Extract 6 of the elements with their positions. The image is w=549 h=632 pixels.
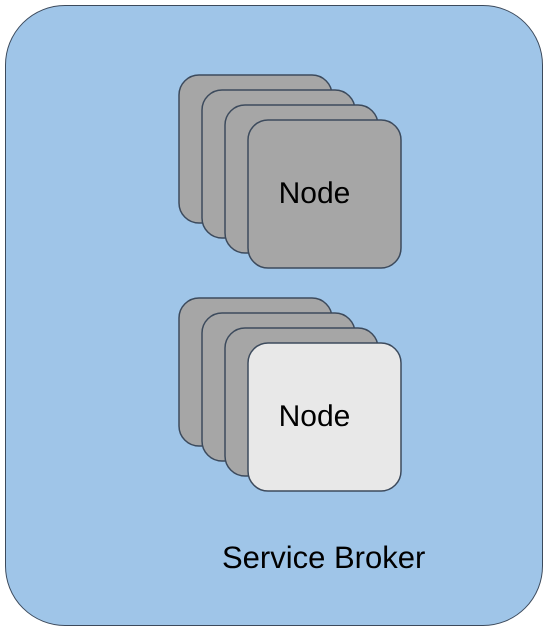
- service-container: [5, 5, 543, 626]
- node-stack: [178, 297, 404, 494]
- node-label: Node: [278, 399, 352, 435]
- node-label: Node: [278, 176, 352, 212]
- container-label: Service Broker: [222, 540, 426, 576]
- node-stack: [178, 74, 404, 271]
